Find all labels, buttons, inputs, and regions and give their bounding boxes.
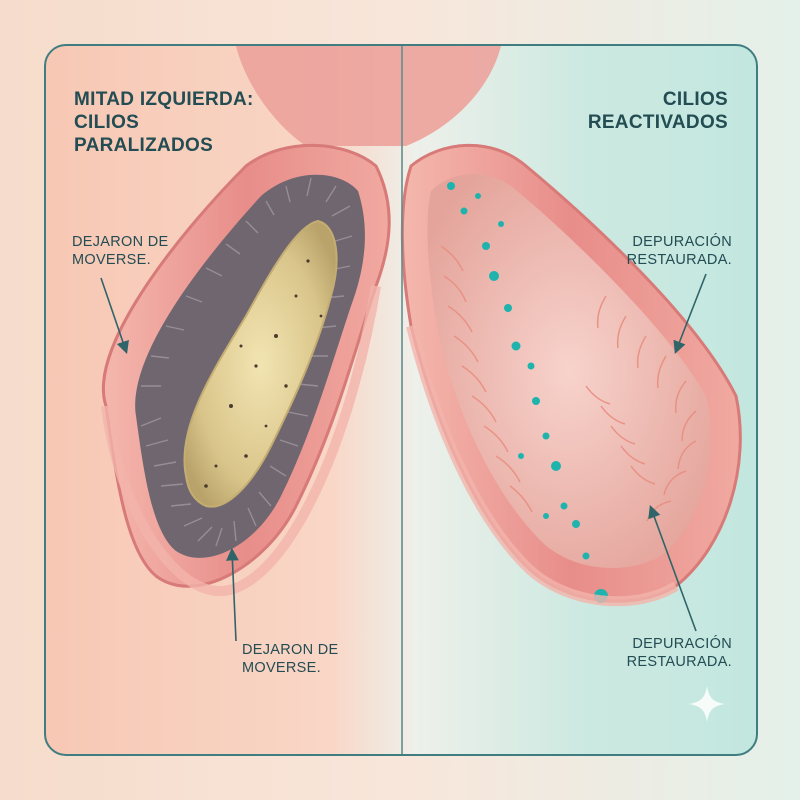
left-airway-rim (101, 285, 381, 597)
right-title-line: CILIOS (662, 89, 728, 110)
right-title: CILIOS REACTIVADOS (588, 88, 728, 134)
airway-illustration (101, 46, 742, 607)
mucus-blob (183, 219, 338, 508)
right-bottom-label-line: DEPURACIÓN (632, 636, 732, 652)
right-top-label-line: DEPURACIÓN (632, 234, 732, 250)
diagram-frame: MITAD IZQUIERDA: CILIOS PARALIZADOS CILI… (44, 44, 758, 756)
left-top-label: DEJARON DE MOVERSE. (72, 234, 168, 269)
left-bottom-label-line: MOVERSE. (242, 659, 321, 676)
right-airway-lumen (427, 174, 711, 568)
right-bottom-label-line: RESTAURADA. (626, 653, 732, 670)
left-title-line: PARALIZADOS (74, 135, 214, 157)
right-top-label: DEPURACIÓN RESTAURADA. (627, 234, 732, 269)
left-bottom-label: DEJARON DE MOVERSE. (242, 642, 338, 677)
bronchus-stem (236, 46, 501, 146)
right-bottom-label: DEPURACIÓN RESTAURADA. (627, 636, 732, 671)
right-title-line: REACTIVADOS (587, 112, 728, 134)
left-top-label-line: MOVERSE. (72, 251, 151, 268)
center-divider (401, 46, 403, 754)
left-title-line: MITAD IZQUIERDA: (74, 89, 254, 110)
paralyzed-cilia (140, 177, 353, 547)
active-cilia (440, 245, 697, 522)
right-airway-rim (406, 324, 679, 607)
left-title: MITAD IZQUIERDA: CILIOS PARALIZADOS (74, 88, 254, 158)
right-top-label-line: RESTAURADA. (626, 251, 732, 268)
left-bottom-label-line: DEJARON DE (242, 642, 339, 658)
left-top-label-line: DEJARON DE (72, 234, 169, 250)
mucus-specks (204, 259, 323, 488)
left-title-line: CILIOS (74, 112, 140, 134)
sparkle-icon (689, 686, 725, 722)
